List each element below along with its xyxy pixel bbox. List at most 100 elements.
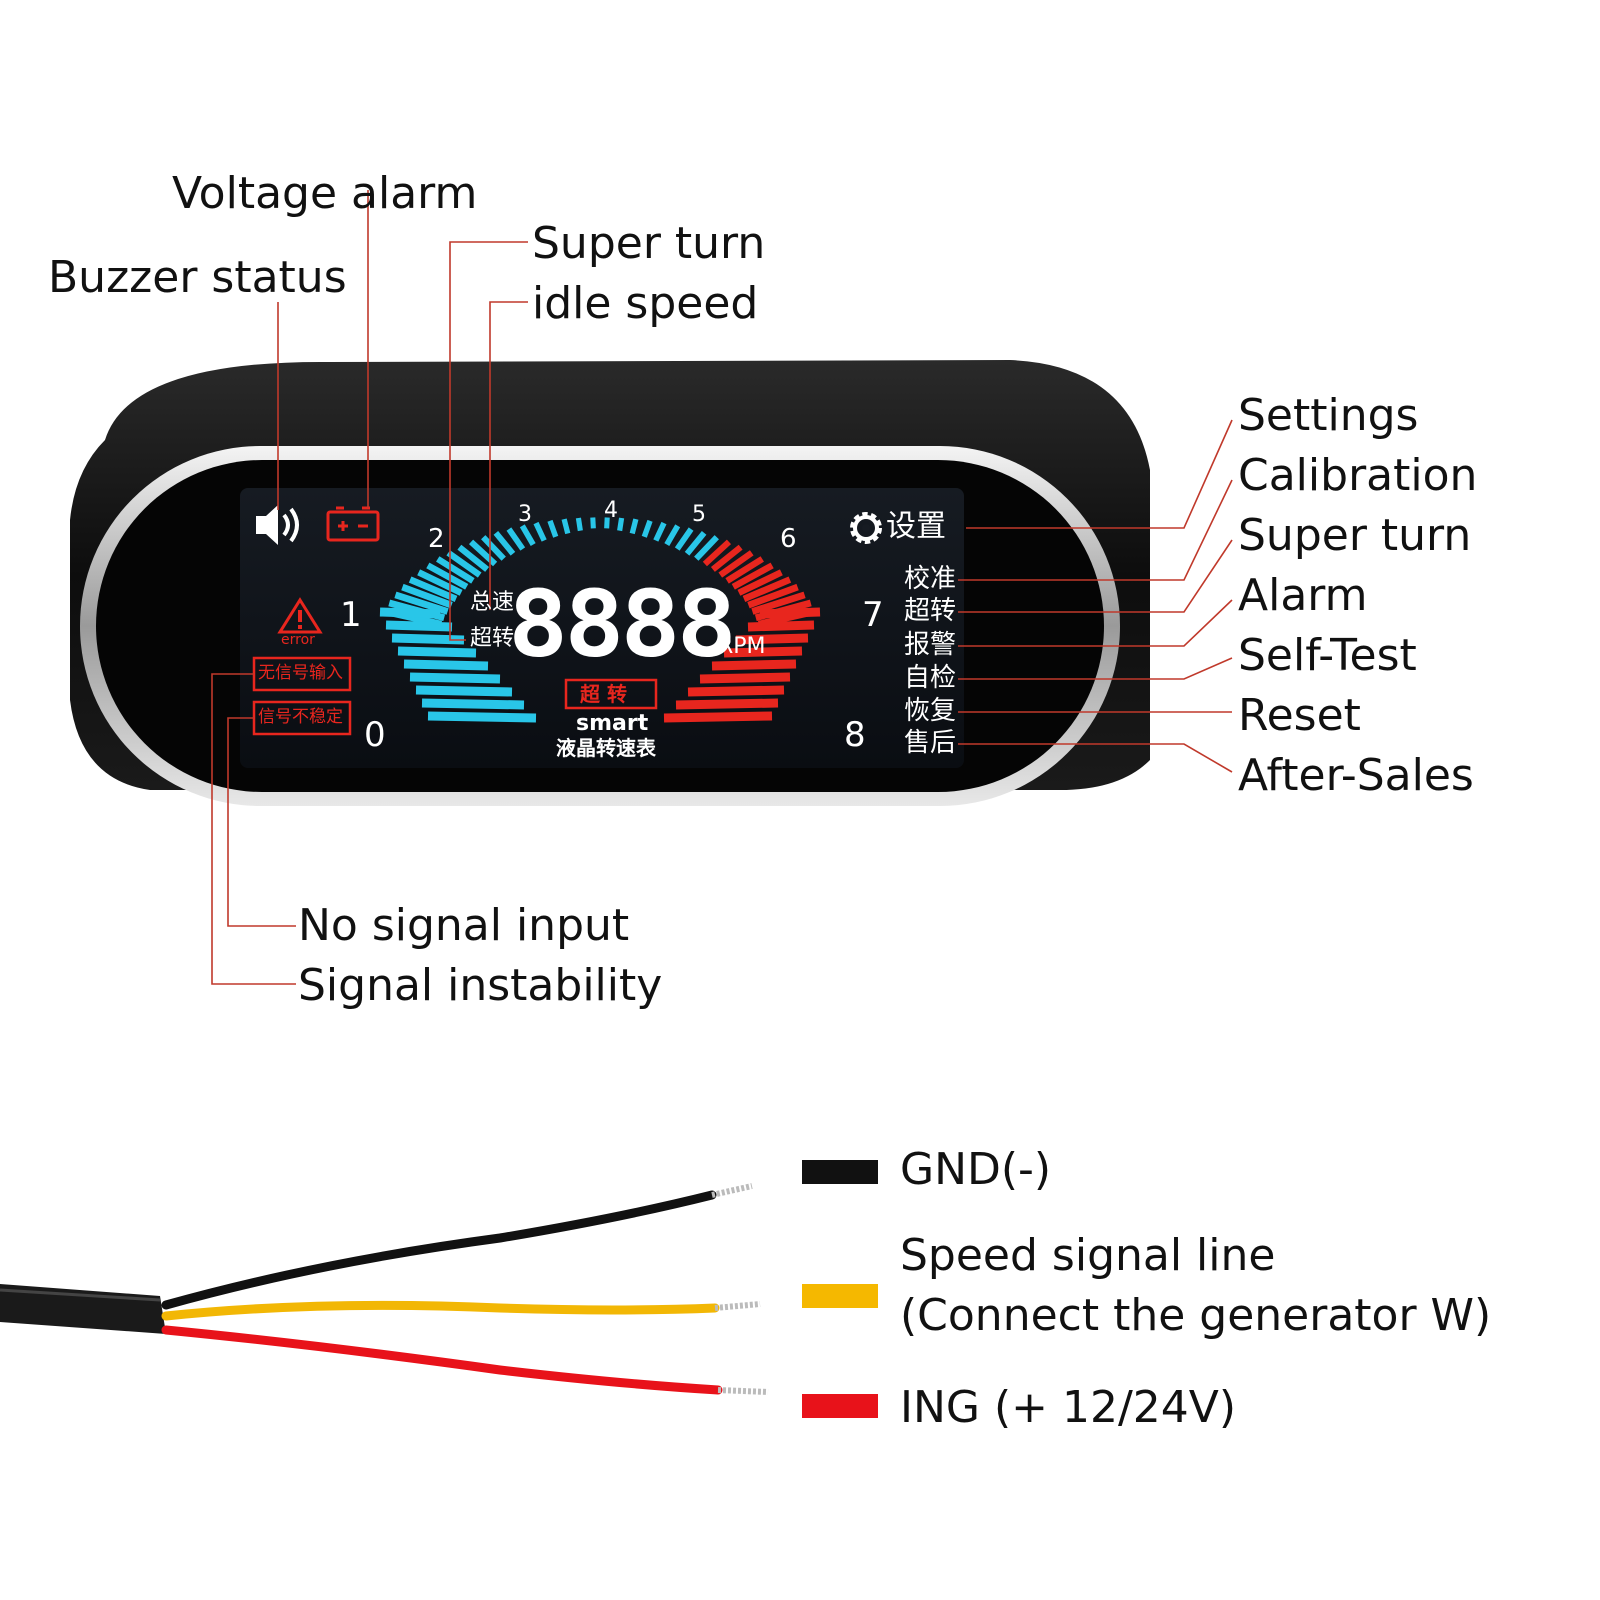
callout-reset: Reset: [1238, 690, 1361, 741]
lcd-panel: [240, 488, 964, 768]
overspeed-badge-box: [564, 678, 658, 710]
rpm-arc-segment: [397, 646, 477, 658]
rpm-arc-segment: [718, 550, 754, 578]
label-super-turn: 超转: [470, 626, 515, 651]
rpm-arc-segment: [747, 583, 799, 609]
battery-icon: [326, 506, 380, 542]
rpm-arc-segment: [629, 518, 639, 535]
black-wire: [161, 1190, 717, 1310]
menu-settings: 设置: [886, 509, 946, 544]
rpm-arc-segment: [723, 646, 803, 658]
warning-icon: [277, 597, 323, 634]
rpm-arc-segment: [417, 569, 463, 596]
scale-number-4: 4: [604, 498, 618, 523]
black-wire-end: [711, 1183, 753, 1198]
rpm-arc-segment: [379, 607, 441, 619]
rpm-arc-segment: [403, 659, 489, 671]
gear-icon: [850, 512, 882, 544]
rpm-arc-segment: [426, 562, 469, 590]
cable-assembly: [0, 1183, 769, 1395]
speed-signal-swatch: [802, 1284, 878, 1308]
rpm-arc-segment: [653, 521, 667, 542]
rpm-arc-segment: [421, 698, 525, 710]
rpm-arc-segment: [575, 517, 583, 532]
callout-idle-speed: idle speed: [532, 278, 759, 329]
rpm-arc-segment: [415, 685, 513, 697]
rpm-arc-segment: [664, 524, 681, 547]
rpm-arc-segment: [751, 591, 806, 615]
rpm-arc-segment: [533, 521, 547, 542]
rpm-arc-segment: [702, 539, 732, 567]
rpm-arc-segment: [687, 685, 785, 697]
rpm-arc-segment: [493, 530, 516, 556]
rpm-arc-segment: [385, 620, 453, 632]
leader-lines: [211, 190, 1233, 985]
callout-self-test: Self-Test: [1238, 630, 1417, 681]
scale-number-3: 3: [518, 502, 532, 527]
ing-swatch: [802, 1394, 878, 1418]
menu-super-turn: 超转: [904, 596, 957, 626]
scale-number-2: 2: [428, 524, 445, 554]
menu-calibration: 校准: [904, 564, 957, 594]
callout-buzzer-status: Buzzer status: [48, 252, 347, 303]
callout-voltage-alarm: Voltage alarm: [172, 168, 478, 219]
scale-number-7: 7: [862, 595, 884, 635]
rpm-arc-segment: [710, 544, 743, 572]
callout-no-signal-input: No signal input: [298, 900, 630, 951]
rpm-arc-segment: [735, 633, 809, 645]
rpm-unit: RPM: [718, 634, 766, 659]
callout-alarm: Alarm: [1238, 570, 1368, 621]
rpm-arc-segment: [481, 535, 506, 561]
rpm-arc-segment: [519, 524, 536, 547]
rpm-arc-segment: [759, 607, 821, 619]
rpm-digits: 8888: [508, 569, 737, 678]
speaker-icon: [256, 505, 299, 545]
rpm-arc-segment: [409, 672, 501, 684]
yellow-wire-end: [714, 1301, 761, 1311]
callout-super-turn-top: Super turn: [532, 218, 766, 269]
menu-alarm: 报警: [904, 630, 957, 660]
menu-self-test: 自检: [904, 663, 957, 693]
rpm-arc-segment: [394, 591, 449, 615]
rpm-arc-segment: [401, 583, 453, 609]
rpm-arc-segment: [725, 556, 764, 584]
subtitle-label: 液晶转速表: [556, 736, 656, 760]
callout-settings: Settings: [1238, 390, 1419, 441]
rpm-arc-segment: [641, 519, 653, 538]
signal-unstable-label: 信号不稳定: [258, 707, 343, 727]
brand-label: smart: [576, 711, 649, 736]
scale-number-6: 6: [780, 524, 797, 554]
scale-number-1: 1: [340, 595, 362, 635]
menu-after-sales: 售后: [904, 728, 957, 758]
rpm-arc-segment: [561, 518, 571, 535]
rpm-arc-segment: [742, 576, 792, 603]
rpm-arc-segment: [663, 711, 773, 723]
gnd-swatch: [802, 1160, 878, 1184]
rpm-arc-segment: [747, 620, 815, 632]
rpm-arc-segment: [674, 527, 694, 551]
scale-number-0: 0: [364, 715, 386, 755]
gnd-label: GND(-): [900, 1144, 1052, 1195]
menu-reset: 恢复: [904, 696, 957, 726]
rpm-arc-segment: [506, 527, 526, 551]
error-label: error: [281, 632, 315, 648]
callout-calibration: Calibration: [1238, 450, 1478, 501]
red-wire-end: [717, 1387, 769, 1395]
rpm-arc-segment: [731, 562, 774, 590]
rpm-arc-segment: [468, 539, 498, 567]
rpm-arc-segment: [547, 519, 559, 538]
rpm-arc-segment: [590, 517, 596, 529]
rpm-arc-segment: [737, 569, 783, 596]
callout-signal-instability: Signal instability: [298, 960, 663, 1011]
rpm-arc-segment: [604, 517, 610, 529]
ing-label: ING (+ 12/24V): [900, 1382, 1237, 1433]
red-wire: [161, 1325, 723, 1395]
rpm-arc-segment: [408, 576, 458, 603]
speed-signal-sublabel: (Connect the generator W): [900, 1290, 1492, 1341]
rpm-arc-segment: [446, 550, 482, 578]
no-signal-label: 无信号输入: [258, 663, 343, 683]
yellow-wire: [161, 1300, 720, 1321]
rpm-arc-segment: [457, 544, 490, 572]
callout-super-turn-right: Super turn: [1238, 510, 1472, 561]
overspeed-badge: 超 转: [580, 682, 627, 706]
